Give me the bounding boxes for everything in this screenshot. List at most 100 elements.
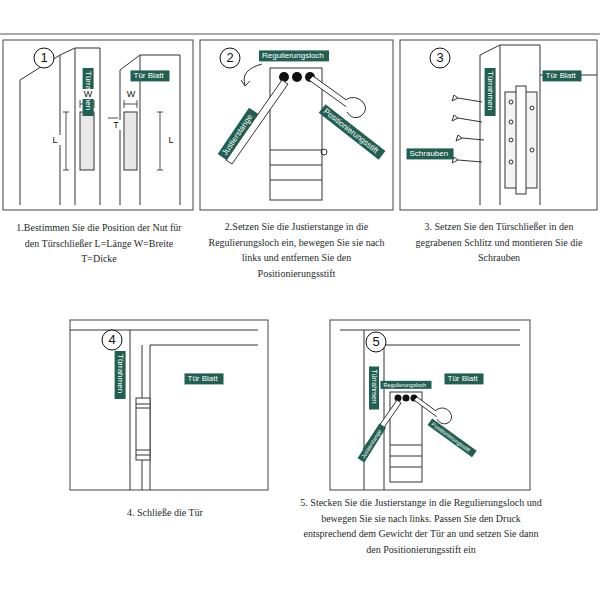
hinge-plate bbox=[509, 120, 513, 124]
step-number: 1 bbox=[34, 48, 55, 69]
part-name: Tür Blatt bbox=[134, 71, 167, 80]
dimension-line bbox=[66, 112, 67, 170]
dimension-label: T bbox=[110, 120, 122, 130]
hinge-plate bbox=[516, 86, 526, 194]
dimension-line bbox=[157, 112, 163, 113]
part-name: Positionierungsstift bbox=[430, 421, 473, 455]
hinge-plate bbox=[509, 138, 513, 142]
step-caption: 5. Stecken Sie die Justierstange in die … bbox=[296, 495, 546, 557]
part-name: Tür Blatt bbox=[448, 374, 481, 383]
step-caption: 4. Schließe die Tür bbox=[80, 505, 250, 521]
hinge-plate bbox=[530, 106, 534, 110]
dimension-line bbox=[160, 112, 161, 170]
positioning-pin bbox=[309, 76, 366, 118]
dimension-line bbox=[124, 100, 125, 108]
door-closer-body bbox=[270, 180, 322, 181]
panel-frame bbox=[3, 40, 193, 210]
dimension-label: W bbox=[124, 89, 138, 99]
door-drawing bbox=[150, 345, 258, 346]
part-tag: Türrahmen bbox=[369, 367, 379, 410]
screw bbox=[452, 95, 482, 102]
door-drawing bbox=[70, 330, 258, 331]
dimension-label: L bbox=[164, 135, 178, 145]
door-closer-body bbox=[390, 456, 422, 457]
screw bbox=[452, 115, 482, 122]
part-tag: Tür Blatt bbox=[445, 373, 484, 384]
positioning-pin bbox=[345, 97, 366, 117]
dimension-line bbox=[94, 100, 95, 108]
dimension-line bbox=[157, 170, 163, 171]
door-closer-body bbox=[270, 150, 322, 151]
dimension-line bbox=[63, 100, 163, 170]
door-frame-drawing bbox=[60, 48, 75, 205]
part-name: Regulierungsloch bbox=[384, 382, 429, 388]
part-tag: Justierstange bbox=[358, 423, 387, 462]
step-number-text: 4 bbox=[103, 331, 122, 349]
step-number-text: 1 bbox=[35, 49, 54, 67]
groove bbox=[124, 112, 137, 170]
step-caption: 2.Setzen Sie die Justierstange in die Re… bbox=[204, 219, 389, 281]
dimension-label: L bbox=[48, 135, 62, 145]
door-drawing bbox=[130, 330, 131, 490]
part-name: Türrahmen bbox=[115, 354, 124, 396]
door-drawing bbox=[340, 330, 520, 490]
part-tag: Regulierungsloch bbox=[381, 381, 432, 389]
adjust-rod bbox=[244, 64, 262, 85]
installed-closer bbox=[136, 398, 150, 460]
door-closer-body bbox=[270, 165, 322, 166]
door-frame-drawing bbox=[20, 55, 60, 205]
screw bbox=[452, 95, 484, 163]
installed-closer bbox=[136, 408, 150, 409]
part-tag: Regulierungsloch bbox=[259, 50, 329, 61]
part-name: Regulierungsloch bbox=[262, 51, 326, 60]
installed-closer bbox=[136, 404, 150, 405]
part-tag: Positionierungsstift bbox=[427, 418, 476, 457]
positioning-pin bbox=[414, 397, 440, 417]
door-frame-drawing bbox=[120, 55, 180, 205]
hinge-plate bbox=[509, 100, 513, 104]
step-number-text: 3 bbox=[431, 49, 450, 67]
panel-frame bbox=[70, 320, 268, 490]
screw bbox=[456, 135, 484, 141]
part-tag: Tür Blatt bbox=[543, 70, 582, 81]
dimension-line bbox=[63, 170, 69, 171]
adjust-hole bbox=[292, 72, 302, 82]
door-closer-body bbox=[321, 149, 327, 155]
part-tag: Schrauben bbox=[407, 148, 454, 159]
door-drawing bbox=[384, 345, 520, 346]
step-caption: 3. Setzen Sie den Türschließer in den ge… bbox=[404, 219, 594, 266]
dimension-line bbox=[108, 118, 118, 119]
door-closer-body bbox=[390, 445, 422, 446]
dimension-line bbox=[63, 112, 69, 113]
part-tag: Türrahmen bbox=[114, 351, 125, 399]
door-drawing bbox=[364, 330, 365, 490]
panel-frame bbox=[3, 40, 597, 490]
part-name: Tür Blatt bbox=[546, 71, 579, 80]
door-drawing bbox=[70, 330, 258, 490]
hinge-plate bbox=[530, 148, 534, 152]
step-number: 5 bbox=[366, 332, 387, 353]
door-frame-drawing bbox=[500, 45, 540, 205]
part-tag: Tür Blatt bbox=[131, 70, 170, 81]
dimension-label: W bbox=[81, 89, 95, 99]
dimension-line bbox=[137, 100, 138, 108]
installed-closer bbox=[136, 398, 150, 460]
groove bbox=[80, 112, 94, 170]
door-drawing bbox=[340, 330, 520, 331]
adjust-rod bbox=[241, 80, 250, 86]
step-number: 2 bbox=[220, 48, 241, 69]
positioning-pin bbox=[436, 408, 452, 424]
adjust-hole bbox=[403, 395, 410, 402]
step-number-text: 2 bbox=[221, 49, 240, 67]
door-frame-drawing bbox=[20, 48, 180, 205]
panel-frame bbox=[400, 40, 597, 210]
door-frame-drawing bbox=[75, 48, 100, 205]
part-name: Türrahmen bbox=[485, 71, 494, 113]
door-frame-drawing bbox=[480, 45, 597, 205]
part-name: Türrahmen bbox=[370, 370, 378, 407]
step-number-text: 5 bbox=[367, 333, 386, 351]
dimension-line bbox=[124, 104, 137, 105]
panel-frame bbox=[200, 40, 393, 210]
installed-closer bbox=[136, 455, 150, 456]
